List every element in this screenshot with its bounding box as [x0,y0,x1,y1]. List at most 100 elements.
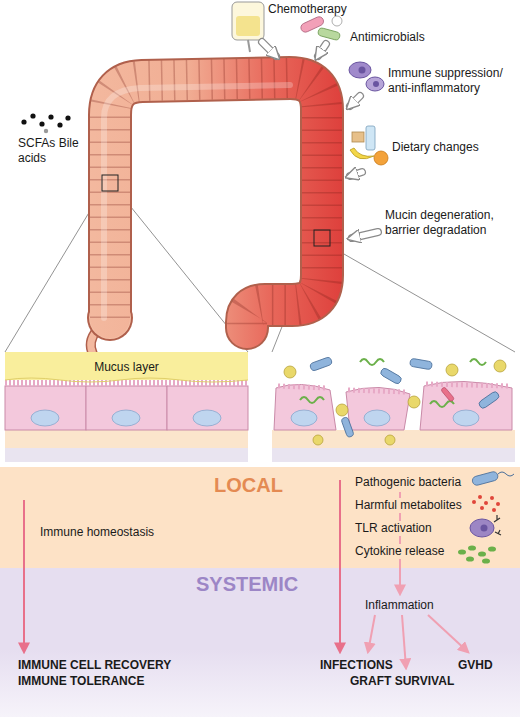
healthy-tissue-panel [5,448,248,462]
iv-bag-icon [232,2,264,40]
healthy-tissue-panel [31,410,59,426]
metabolite-dots [48,114,53,119]
outcome-text: IMMUNE TOLERANCE [18,674,144,689]
colon [110,78,322,328]
damaged-tissue-panel [470,359,486,365]
colon [110,78,322,328]
metabolite-dots [21,119,26,124]
factor-label: Antimicrobials [350,30,450,45]
bacteria-icon [471,471,498,486]
healthy-tissue-panel [86,386,167,430]
effect-text: TLR activation [353,521,434,536]
region-band: LOCAL Immune homeostasis Pathogenic bacter… [0,467,520,568]
impact-arrow [352,232,378,238]
impact-arrow [262,42,378,238]
cytokine-icon [458,545,496,563]
damaged-tissue-panel [420,381,512,430]
damaged-tissue-panel [313,435,323,445]
metabolite-dots [39,121,44,126]
damaged-tissue-panel [379,367,402,385]
effect-text: Pathogenic bacteria [355,475,461,490]
colon [110,78,322,328]
effect-arrow [402,615,406,668]
outcome-text: GRAFT SURVIVAL [350,674,454,689]
immune-cell-icon [359,67,366,74]
healthy-tissue-panel [5,380,248,386]
pills-icon [332,16,342,26]
zoom-lines [330,246,515,352]
metabolite-dots [30,113,35,118]
iv-bag-icon [236,16,260,36]
impact-arrow [262,42,276,56]
damaged-tissue-panel [272,356,515,462]
region-band: SYSTEMICInflammationIMMUNE CELL RECOVERY… [0,568,520,717]
effect-text: Inflammation [365,598,434,613]
metabolite-icon [472,495,500,512]
food-icon [352,132,364,142]
damaged-tissue-panel [278,386,328,388]
metabolite-icon [492,508,496,512]
cytokine-icon [458,549,466,554]
cytokine-icon [482,558,490,563]
damaged-tissue-panel [409,358,432,370]
metabolite-icon [490,496,494,500]
zoom-square [102,175,330,246]
region-title: LOCAL [214,473,283,497]
healthy-tissue-panel [193,410,221,426]
outcome-text: GVHD [458,658,493,673]
damaged-tissue-panel [284,360,506,445]
food-icon [350,148,374,159]
metabolite-dots [65,115,70,120]
effect-text: Immune homeostasis [40,525,154,540]
healthy-tissue-panel [5,352,248,462]
layer-label: Mucus layer [5,360,248,375]
metabolite-dots [44,129,48,133]
damaged-tissue-panel [284,366,296,378]
cytokine-icon [478,551,486,556]
tlr-cell-icon [470,519,494,537]
metabolite-icon [480,506,484,510]
effect-arrow [399,492,401,594]
immune-cell-icon [349,62,384,91]
damaged-tissue-panel [446,364,458,376]
damaged-tissue-panel [348,390,406,392]
factor-label: Dietary changes [392,140,510,155]
metabolite-dots [21,113,70,133]
impact-arrow [350,96,360,106]
metabolite-icon [496,502,500,506]
cytokine-icon [468,545,476,550]
impact-arrow [352,232,378,238]
immune-cell-icon [349,62,371,78]
outcome-text: INFECTIONS [320,658,393,673]
cytokine-icon [488,546,496,551]
damaged-tissue-panel [453,410,479,426]
tlr-cell-icon [470,515,501,537]
factor-label: Immune suppression/ anti-inflammatory [388,66,515,96]
food-icon [366,126,375,150]
metabolite-icon [472,500,476,504]
immune-cell-icon [373,81,379,87]
zoom-square [314,230,330,246]
damaged-tissue-panel [309,356,332,371]
effect-text: Cytokine release [353,544,446,559]
damaged-tissue-panel [426,384,510,386]
tlr-cell-icon [494,515,501,535]
cytokine-icon [466,556,474,561]
zoom-lines [5,191,102,352]
impact-arrow [350,96,360,106]
effect-arrow [339,480,341,652]
damaged-tissue-panel [274,384,336,430]
immune-cell-icon [366,77,384,91]
damaged-tissue-panel [494,360,506,372]
damaged-tissue-panel [272,448,515,462]
damaged-tissue-panel [272,430,515,448]
colon [87,78,322,354]
colon [104,85,290,318]
damaged-tissue-panel [300,359,486,407]
damaged-tissue-panel [360,359,384,365]
healthy-tissue-panel [167,386,248,430]
healthy-tissue-panel [5,352,248,380]
